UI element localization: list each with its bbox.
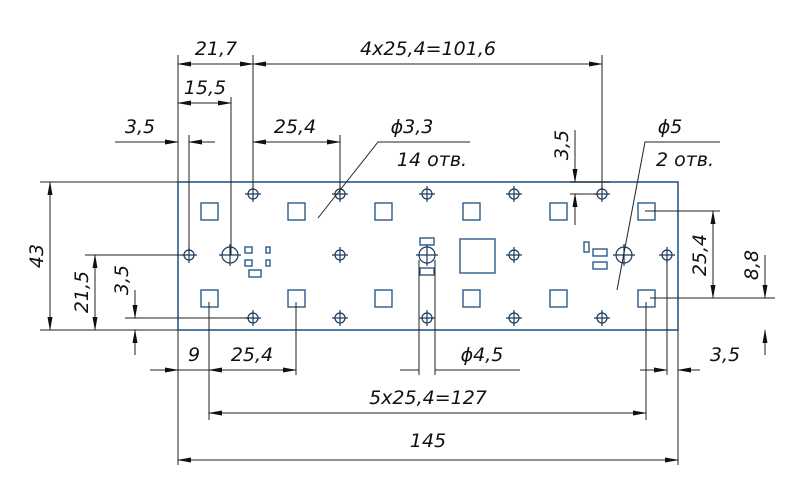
led-pad	[200, 202, 219, 221]
smd-components-right	[583, 241, 608, 270]
hole-large-count: 2 отв.	[656, 149, 714, 171]
dim-3-5-bottom-right: 3,5	[710, 344, 740, 366]
large-hole	[416, 244, 438, 266]
dim-43: 43	[26, 244, 48, 268]
hole-large-label: ϕ5	[658, 116, 683, 138]
hole-small-count: 14 отв.	[397, 149, 467, 171]
mounting-hole	[332, 310, 348, 326]
hole-center-label: ϕ4,5	[461, 344, 504, 366]
mounting-hole	[419, 186, 435, 202]
dimension-lines	[40, 55, 775, 465]
dim-4x25-4: 4x25,4=101,6	[360, 38, 496, 60]
mounting-hole	[332, 247, 348, 263]
hole-small-label: ϕ3,3	[391, 116, 434, 138]
dim-3-5-left: 3,5	[111, 265, 133, 295]
dim-8-8: 8,8	[741, 250, 763, 280]
dim-21-7: 21,7	[195, 38, 237, 60]
mounting-hole	[594, 310, 610, 326]
mounting-hole	[506, 310, 522, 326]
mounting-hole	[506, 247, 522, 263]
dim-3-5-top-right: 3,5	[551, 130, 573, 160]
led-pad	[549, 202, 568, 221]
dim-25-4-top: 25,4	[274, 116, 316, 138]
center-chip	[459, 238, 496, 274]
led-pad	[287, 202, 306, 221]
dimension-labels: 21,7 4x25,4=101,6 15,5 3,5 25,4 ϕ3,3 14 …	[26, 38, 763, 452]
large-hole	[219, 244, 241, 266]
smd-components-left	[244, 246, 271, 278]
led-pad	[462, 202, 481, 221]
dim-5x25-4: 5x25,4=127	[369, 387, 487, 409]
led-pad	[374, 289, 393, 308]
dim-145: 145	[410, 430, 446, 452]
dim-9: 9	[188, 344, 200, 366]
smd-components-center	[419, 237, 435, 276]
led-pad	[374, 202, 393, 221]
dim-3-5-top-left: 3,5	[125, 116, 155, 138]
mounting-hole	[506, 186, 522, 202]
dim-25-4-right: 25,4	[689, 234, 711, 276]
dim-15-5: 15,5	[184, 77, 226, 99]
pcb-board	[177, 181, 679, 331]
mounting-hole	[419, 310, 435, 326]
dim-25-4-bottom: 25,4	[231, 344, 273, 366]
led-pad	[462, 289, 481, 308]
dim-21-5: 21,5	[71, 271, 93, 313]
led-pad	[549, 289, 568, 308]
